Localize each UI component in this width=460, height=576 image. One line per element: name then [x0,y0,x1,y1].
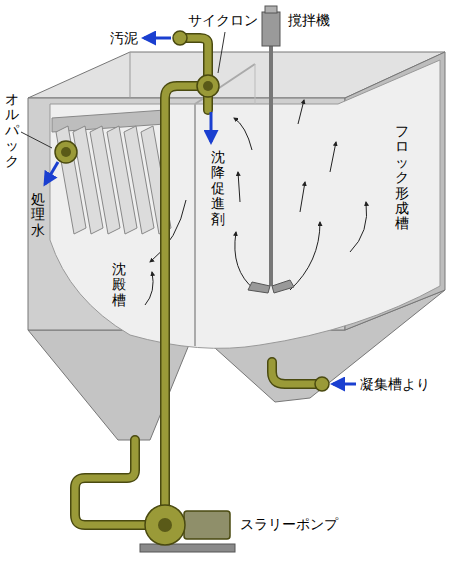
cutaway-interior-part [194,104,196,346]
tank-label: 沈殿槽 [112,262,126,308]
flow-arrows-part [298,100,304,124]
flow-arrows-part [238,172,240,202]
fittings-part [203,81,213,91]
agitator-part [248,282,270,293]
flow-arrows-part [145,272,153,305]
flow-arrows-part [300,182,305,212]
slurry-pump-part [140,544,235,552]
leader-lines [21,32,225,148]
flow-label: 沈降促進剤 [211,150,225,227]
slurry-pump [140,505,235,552]
flow-arrows-part [290,222,320,290]
flow-arrows [145,100,367,305]
tank-body [28,52,445,440]
agitator [248,6,294,293]
cutaway-interior-part [50,60,440,348]
pipes-part [165,86,198,505]
flow-arrows-part [330,142,336,172]
leader-lines-part [218,32,225,73]
fittings-part [197,75,219,97]
outlet-label: 処理水 [31,192,45,238]
cutaway-interior [50,60,440,348]
part-label: サイクロン [188,12,258,29]
blue-flow-arrows-part [210,112,213,142]
fittings-part [61,147,71,157]
olpack-plates [52,110,171,234]
pipes-part [205,96,212,110]
part-label: オルパック [5,92,19,169]
tank-body-part [130,52,131,98]
flow-arrows-part [350,202,367,252]
slurry-pump-part [158,518,172,532]
pipes-part [272,362,320,384]
fittings-part [315,377,329,391]
inlet-label: 凝集槽より [360,376,430,393]
flow-arrows-part [235,232,255,290]
fittings-part [173,31,187,45]
slurry-pump-part [145,505,185,545]
blue-flow-arrows-part [144,37,171,40]
pipes-part [75,440,145,525]
part-label: スラリーポンプ [240,516,338,533]
blue-flow-arrows [45,38,356,384]
pipes-part [75,440,145,525]
cutaway-interior-part [255,64,256,104]
pipes-part [165,86,198,505]
flow-arrows-part [234,118,252,150]
slurry-pump-part [184,511,230,539]
tank-label: フロック形成槽 [395,124,409,232]
fittings [55,31,329,391]
pipes-part [203,96,213,110]
agitator-part [269,46,273,286]
part-label: 撹拌機 [288,12,330,29]
fittings-part [55,141,77,163]
leader-lines-part [21,132,52,148]
agitator-part [272,280,294,293]
outlet-label: 汚泥 [110,30,138,47]
blue-flow-arrows-part [45,162,58,184]
agitator-part [265,6,277,13]
pipes [75,38,320,525]
pipes-part [272,362,320,384]
blue-flow-arrows-part [333,383,356,386]
agitator-part [262,12,280,46]
